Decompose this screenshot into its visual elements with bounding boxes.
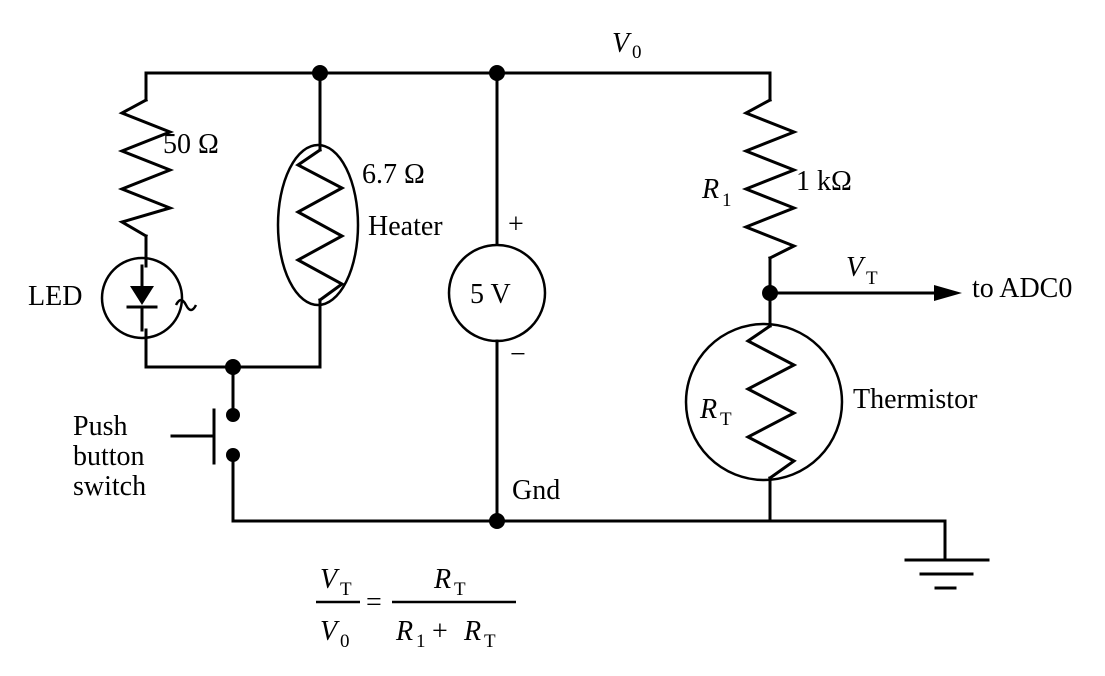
rt-label: R T: [699, 394, 732, 430]
voltage-source-minus: −: [510, 339, 526, 370]
push-button-label-line3: switch: [73, 471, 146, 502]
svg-text:0: 0: [340, 631, 350, 652]
push-button-label-line1: Push: [73, 411, 127, 442]
svg-text:1: 1: [722, 190, 732, 211]
svg-text:V: V: [320, 564, 340, 595]
heater-label: Heater: [368, 211, 443, 242]
junction-dots: [225, 65, 778, 529]
voltage-source-value: 5 V: [470, 279, 511, 310]
thermistor-symbol: [684, 322, 844, 523]
v0-label: V 0: [612, 28, 642, 63]
voltage-divider-formula: V T V 0 = R T R 1 + R T: [316, 564, 516, 652]
resistor-50-ohm-label: 50 Ω: [163, 129, 219, 160]
top-rail-wire: [144, 71, 772, 102]
svg-text:R: R: [701, 174, 719, 205]
thermistor-label: Thermistor: [853, 384, 978, 415]
svg-text:V: V: [612, 28, 632, 59]
vt-label: V T: [846, 252, 878, 289]
svg-text:T: T: [866, 268, 878, 289]
resistor-r1: [741, 97, 799, 261]
svg-text:T: T: [720, 409, 732, 430]
svg-text:R: R: [699, 394, 717, 425]
ground-symbol: [904, 558, 990, 590]
svg-text:V: V: [320, 616, 340, 647]
led-symbol: [100, 256, 198, 340]
svg-text:T: T: [454, 579, 466, 600]
svg-text:T: T: [484, 631, 496, 652]
svg-text:1: 1: [416, 631, 426, 652]
svg-text:=: =: [366, 587, 382, 618]
svg-text:0: 0: [632, 42, 642, 63]
svg-text:T: T: [340, 579, 352, 600]
r1-value-label: 1 kΩ: [796, 166, 852, 197]
heater-symbol: [276, 143, 360, 307]
push-button-switch: [170, 365, 240, 523]
resistor-50-ohm: [117, 97, 175, 239]
voltage-source-plus: +: [508, 209, 524, 240]
svg-text:+: +: [432, 616, 448, 647]
voltage-source: [447, 71, 547, 523]
gnd-label: Gnd: [512, 475, 560, 506]
led-label: LED: [28, 281, 82, 312]
svg-text:V: V: [846, 252, 866, 283]
r1-label: R 1: [701, 174, 732, 211]
heater-resistance-label: 6.7 Ω: [362, 159, 425, 190]
push-button-label-line2: button: [73, 441, 145, 472]
to-adc-label: to ADC0: [972, 273, 1072, 304]
svg-text:R: R: [463, 616, 481, 647]
ground-rail-wire: [231, 519, 947, 560]
svg-text:R: R: [433, 564, 451, 595]
svg-text:R: R: [395, 616, 413, 647]
